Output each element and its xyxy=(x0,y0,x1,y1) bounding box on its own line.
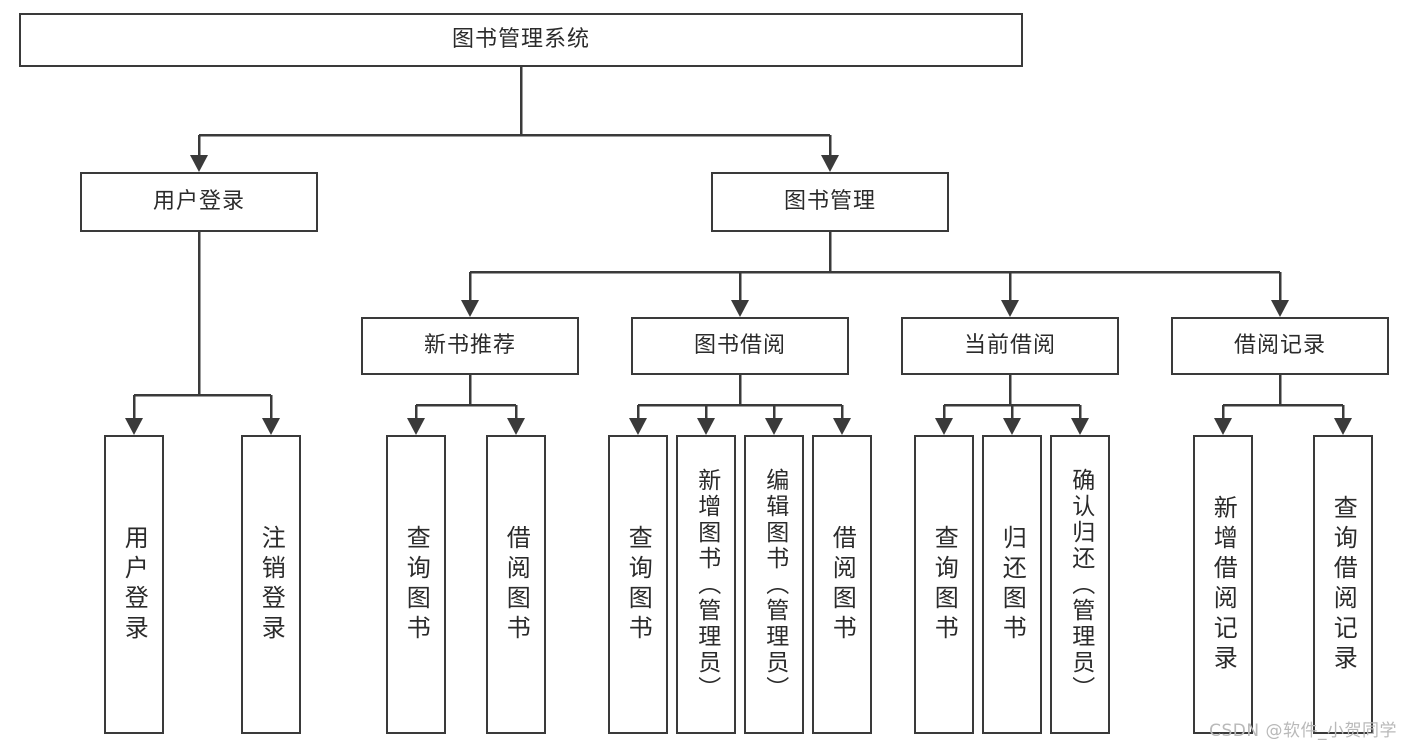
node-label: 新增借阅记录 xyxy=(1209,494,1238,675)
node-label: 借阅图书 xyxy=(828,524,857,645)
node-label: 新书推荐 xyxy=(423,333,516,358)
node-label: 借阅记录 xyxy=(1233,333,1326,358)
node-leaf-user-logout[interactable]: 注销登录 xyxy=(241,435,301,734)
node-label: 图书管理系统 xyxy=(451,27,590,52)
node-leaf-query-record[interactable]: 查询借阅记录 xyxy=(1313,435,1373,734)
node-leaf-borrow-book-1[interactable]: 借阅图书 xyxy=(486,435,546,734)
node-label: 注销登录 xyxy=(257,524,286,645)
node-label: 图书借阅 xyxy=(693,333,786,358)
node-label: 编辑图书（管理员） xyxy=(761,467,788,702)
node-label: 查询借阅记录 xyxy=(1329,494,1358,675)
node-label: 用户登录 xyxy=(120,524,149,645)
node-leaf-query-book-3[interactable]: 查询图书 xyxy=(914,435,974,734)
node-leaf-edit-book[interactable]: 编辑图书（管理员） xyxy=(744,435,804,734)
node-borrow-record[interactable]: 借阅记录 xyxy=(1171,317,1389,375)
node-label: 确认归还（管理员） xyxy=(1067,467,1094,702)
node-label: 查询图书 xyxy=(930,524,959,645)
node-leaf-add-book[interactable]: 新增图书（管理员） xyxy=(676,435,736,734)
node-leaf-add-record[interactable]: 新增借阅记录 xyxy=(1193,435,1253,734)
node-label: 图书管理 xyxy=(783,189,876,214)
node-leaf-return-book[interactable]: 归还图书 xyxy=(982,435,1042,734)
node-leaf-borrow-book-2[interactable]: 借阅图书 xyxy=(812,435,872,734)
node-user-login[interactable]: 用户登录 xyxy=(80,172,318,232)
node-leaf-query-book-2[interactable]: 查询图书 xyxy=(608,435,668,734)
node-leaf-user-login[interactable]: 用户登录 xyxy=(104,435,164,734)
node-label: 新增图书（管理员） xyxy=(693,467,720,702)
node-label: 用户登录 xyxy=(152,189,245,214)
node-leaf-query-book-1[interactable]: 查询图书 xyxy=(386,435,446,734)
node-root[interactable]: 图书管理系统 xyxy=(19,13,1023,67)
node-book-manage[interactable]: 图书管理 xyxy=(711,172,949,232)
node-label: 借阅图书 xyxy=(502,524,531,645)
node-leaf-confirm-return[interactable]: 确认归还（管理员） xyxy=(1050,435,1110,734)
node-label: 查询图书 xyxy=(402,524,431,645)
node-current-borrow[interactable]: 当前借阅 xyxy=(901,317,1119,375)
node-book-borrow[interactable]: 图书借阅 xyxy=(631,317,849,375)
node-label: 归还图书 xyxy=(998,524,1027,645)
node-label: 查询图书 xyxy=(624,524,653,645)
node-new-book-rec[interactable]: 新书推荐 xyxy=(361,317,579,375)
node-label: 当前借阅 xyxy=(963,333,1056,358)
